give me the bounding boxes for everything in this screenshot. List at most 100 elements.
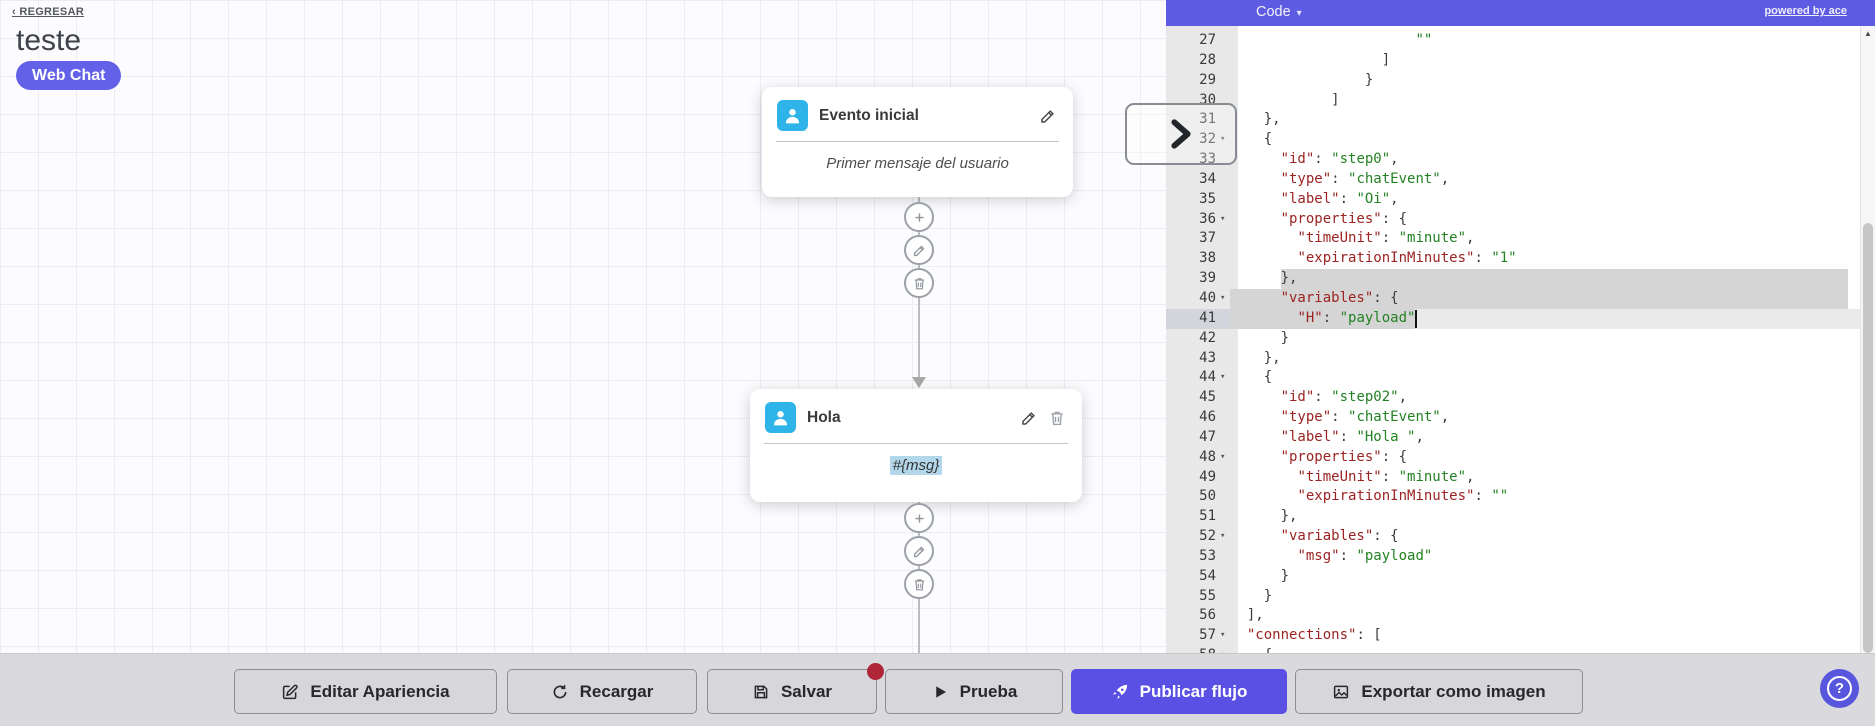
fold-caret-icon[interactable]: ▾ <box>1220 630 1226 641</box>
fold-caret-icon[interactable]: ▾ <box>1220 213 1226 224</box>
code-line-33[interactable]: 33 "id": "step0", <box>1166 150 1860 170</box>
help-button[interactable]: ? <box>1820 669 1859 708</box>
code-mode-dropdown[interactable]: Code▾ <box>1256 4 1302 20</box>
delete-node-icon[interactable] <box>1048 409 1066 427</box>
code-line-38[interactable]: 38 "expirationInMinutes": "1" <box>1166 249 1860 269</box>
line-number[interactable]: 50 <box>1199 488 1216 505</box>
code-line-32[interactable]: 32▾ { <box>1166 130 1860 150</box>
line-number[interactable]: 28 <box>1199 51 1216 68</box>
flow-canvas[interactable]: ‹ REGRESAR teste Web Chat Evento inicial… <box>0 0 1166 726</box>
code-line-50[interactable]: 50 "expirationInMinutes": "" <box>1166 487 1860 507</box>
node-divider <box>776 141 1059 142</box>
scrollbar-thumb[interactable] <box>1863 223 1873 653</box>
line-number[interactable]: 35 <box>1199 190 1216 207</box>
connector-add-button[interactable] <box>904 202 934 232</box>
line-number[interactable]: 52▾ <box>1166 527 1238 547</box>
code-line-52[interactable]: 52▾ "variables": { <box>1166 527 1860 547</box>
line-number[interactable]: 55 <box>1199 587 1216 604</box>
text-cursor <box>1415 309 1418 328</box>
code-line-46[interactable]: 46 "type": "chatEvent", <box>1166 408 1860 428</box>
fold-caret-icon[interactable]: ▾ <box>1220 372 1226 383</box>
line-number[interactable]: 29 <box>1199 71 1216 88</box>
publish-flow-button[interactable]: Publicar flujo <box>1071 669 1287 714</box>
code-panel-collapse-handle[interactable] <box>1125 103 1237 165</box>
line-number[interactable]: 41 <box>1166 308 1238 329</box>
code-line-40[interactable]: 40▾ "variables": { <box>1166 288 1860 309</box>
line-number[interactable]: 44▾ <box>1166 368 1238 388</box>
code-line-43[interactable]: 43 }, <box>1166 349 1860 369</box>
line-number[interactable]: 34 <box>1199 170 1216 187</box>
code-line-48[interactable]: 48▾ "properties": { <box>1166 448 1860 468</box>
line-number[interactable]: 53 <box>1199 547 1216 564</box>
node-body-text: Primer mensaje del usuario <box>826 155 1009 172</box>
connector-actions <box>904 202 934 298</box>
connector-delete-button[interactable] <box>904 569 934 599</box>
connector-edit-button[interactable] <box>904 536 934 566</box>
node-evento-inicial[interactable]: Evento inicial Primer mensaje del usuari… <box>762 87 1073 197</box>
code-line-31[interactable]: 31 }, <box>1166 110 1860 130</box>
code-line-45[interactable]: 45 "id": "step02", <box>1166 388 1860 408</box>
edit-node-icon[interactable] <box>1020 409 1038 427</box>
fold-caret-icon[interactable]: ▾ <box>1220 292 1226 303</box>
edit-node-icon[interactable] <box>1039 107 1057 125</box>
powered-by-ace-link[interactable]: powered by ace <box>1764 5 1847 17</box>
editor-scrollbar[interactable]: ▲ <box>1860 26 1875 726</box>
line-number[interactable]: 43 <box>1199 349 1216 366</box>
text-selection <box>1280 269 1848 289</box>
code-line-34[interactable]: 34 "type": "chatEvent", <box>1166 170 1860 190</box>
code-line-44[interactable]: 44▾ { <box>1166 368 1860 388</box>
code-line-30[interactable]: 30 ] <box>1166 91 1860 111</box>
line-number[interactable]: 40▾ <box>1166 289 1238 309</box>
line-number[interactable]: 38 <box>1199 250 1216 267</box>
code-line-37[interactable]: 37 "timeUnit": "minute", <box>1166 229 1860 249</box>
line-number[interactable]: 39 <box>1199 270 1216 287</box>
scroll-up-icon[interactable]: ▲ <box>1864 29 1872 38</box>
code-line-54[interactable]: 54 } <box>1166 567 1860 587</box>
code-line-56[interactable]: 56 ], <box>1166 606 1860 626</box>
code-line-49[interactable]: 49 "timeUnit": "minute", <box>1166 468 1860 488</box>
reload-button[interactable]: Recargar <box>507 669 697 714</box>
line-number[interactable]: 56 <box>1199 607 1216 624</box>
code-line-29[interactable]: 29 } <box>1166 71 1860 91</box>
edit-appearance-button[interactable]: Editar Apariencia <box>234 669 497 714</box>
line-number[interactable]: 45 <box>1199 389 1216 406</box>
code-line-39[interactable]: 39 }, <box>1166 269 1860 289</box>
line-number[interactable]: 48▾ <box>1166 448 1238 468</box>
connector-add-button[interactable] <box>904 503 934 533</box>
connector-edit-button[interactable] <box>904 235 934 265</box>
line-number[interactable]: 37 <box>1199 230 1216 247</box>
connector-delete-button[interactable] <box>904 268 934 298</box>
line-number[interactable]: 49 <box>1199 468 1216 485</box>
test-button[interactable]: Prueba <box>885 669 1063 714</box>
code-line-28[interactable]: 28 ] <box>1166 51 1860 71</box>
line-number[interactable]: 54 <box>1199 567 1216 584</box>
line-number[interactable]: 51 <box>1199 508 1216 525</box>
line-number[interactable]: 57▾ <box>1166 626 1238 646</box>
fold-caret-icon[interactable]: ▾ <box>1220 134 1226 145</box>
export-image-button[interactable]: Exportar como imagen <box>1295 669 1583 714</box>
code-line-text: "variables": { <box>1280 289 1399 306</box>
code-line-36[interactable]: 36▾ "properties": { <box>1166 210 1860 230</box>
back-link[interactable]: ‹ REGRESAR <box>12 6 85 18</box>
line-number[interactable]: 47 <box>1199 428 1216 445</box>
fold-caret-icon[interactable]: ▾ <box>1220 451 1226 462</box>
code-line-57[interactable]: 57▾ "connections": [ <box>1166 626 1860 646</box>
code-line-42[interactable]: 42 } <box>1166 329 1860 349</box>
line-number[interactable]: 31 <box>1199 111 1216 128</box>
code-line-47[interactable]: 47 "label": "Hola ", <box>1166 428 1860 448</box>
line-number[interactable]: 42 <box>1199 329 1216 346</box>
line-number[interactable]: 27 <box>1199 32 1216 48</box>
code-line-55[interactable]: 55 } <box>1166 587 1860 607</box>
code-line-41[interactable]: 41 "H": "payload" <box>1166 308 1860 329</box>
code-line-27[interactable]: 27 "" <box>1166 31 1860 51</box>
line-number[interactable]: 46 <box>1199 409 1216 426</box>
code-line-53[interactable]: 53 "msg": "payload" <box>1166 547 1860 567</box>
code-line-51[interactable]: 51 }, <box>1166 507 1860 527</box>
line-number[interactable]: 32▾ <box>1166 130 1238 150</box>
code-line-35[interactable]: 35 "label": "Oi", <box>1166 190 1860 210</box>
line-number[interactable]: 36▾ <box>1166 210 1238 230</box>
save-button[interactable]: Salvar <box>707 669 877 714</box>
fold-caret-icon[interactable]: ▾ <box>1220 531 1226 542</box>
code-editor[interactable]: 27 ""28 ]29 }30 ]31 },32▾ {33 "id": "ste… <box>1166 26 1860 726</box>
node-hola[interactable]: Hola #{msg} <box>750 389 1082 502</box>
